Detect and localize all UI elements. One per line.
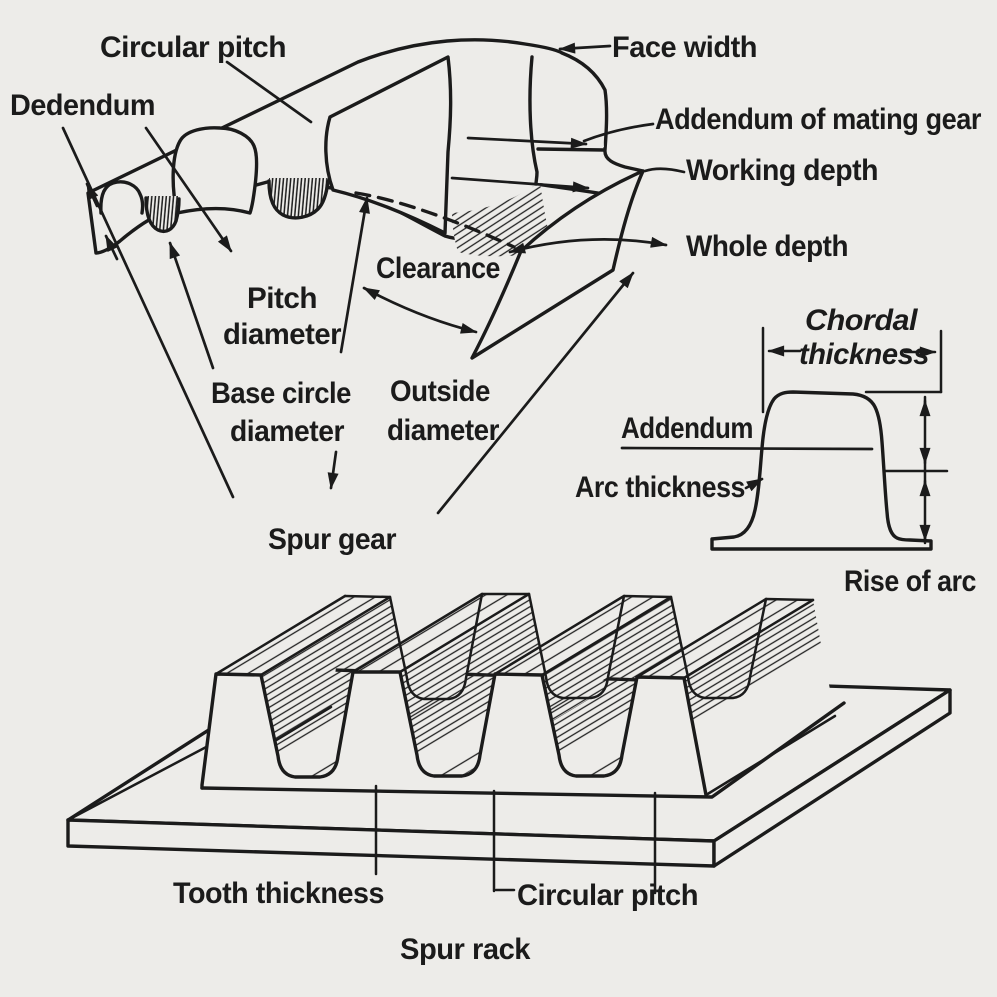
arc-thickness-leader xyxy=(744,477,764,492)
dedendum-line-short xyxy=(144,126,233,253)
label-chordal-2: thickness xyxy=(799,338,929,371)
label-pitch-diameter-2: diameter xyxy=(223,318,342,351)
working-depth-arrow xyxy=(450,176,590,193)
depth-wedge xyxy=(472,171,643,358)
root-fillet-1-edge xyxy=(144,196,181,234)
tooth-profile-drawing xyxy=(620,326,949,551)
label-working-depth: Working depth xyxy=(686,154,878,187)
gear-tooth-right-left-flank xyxy=(528,55,539,186)
rack-top-2 xyxy=(353,594,529,672)
depth-wedge-hatch xyxy=(470,169,645,360)
rack-top-3 xyxy=(495,596,671,675)
label-base-circle-1: Base circle xyxy=(211,377,351,410)
rack-ridge-edges xyxy=(214,592,815,680)
rack-top-1 xyxy=(216,596,390,675)
addendum-mating-leader xyxy=(582,122,655,143)
label-rise-of-arc: Rise of arc xyxy=(844,565,976,598)
gear-tooth-right-face xyxy=(538,93,604,149)
label-outside-diameter-2: diameter xyxy=(387,414,500,447)
pitch-diameter-leader xyxy=(339,196,370,354)
dedendum-arrow-inner xyxy=(104,234,119,261)
rack-top-4 xyxy=(637,599,813,678)
rack-flank-3r xyxy=(542,597,688,755)
root-fillet-1-hatch xyxy=(146,196,179,232)
tooth-profile-fill xyxy=(712,392,931,549)
labels: Circular pitch Dedendum Face width Adden… xyxy=(10,31,982,966)
label-outside-diameter-1: Outside xyxy=(390,375,490,408)
label-arc-thickness: Arc thickness xyxy=(575,471,745,504)
pitch-arc-dashed xyxy=(354,191,516,249)
circular-pitch-leader xyxy=(225,60,313,124)
dedendum-arrow-outer xyxy=(85,182,99,208)
label-tooth-thickness: Tooth thickness xyxy=(173,877,384,910)
tooth-space-floor xyxy=(447,126,540,213)
rack-base-edges xyxy=(200,701,846,799)
gear-tooth-right-bottom-line xyxy=(536,147,606,152)
rack-flank-1r xyxy=(261,597,407,756)
rack-plate-right xyxy=(712,688,952,868)
root-fillet-2-hatch xyxy=(269,178,328,218)
label-base-circle-2: diameter xyxy=(230,415,345,448)
working-depth-leader xyxy=(643,167,686,174)
root-fillet-2-edge xyxy=(267,179,330,220)
rack-front-profile xyxy=(200,670,708,797)
clearance-double-arrow xyxy=(362,286,478,334)
gear-tooth-left-bump xyxy=(100,181,143,213)
label-whole-depth: Whole depth xyxy=(686,230,848,263)
rack-back-silhouette xyxy=(343,592,815,701)
rack-plate-back-edge xyxy=(66,743,212,822)
label-spur-gear: Spur gear xyxy=(268,523,397,556)
label-face-width: Face width xyxy=(612,31,757,64)
label-dedendum: Dedendum xyxy=(10,89,155,122)
face-width-leader xyxy=(558,42,612,54)
label-chordal-1: Chordal xyxy=(805,304,918,337)
outside-diameter-arrow xyxy=(436,271,635,515)
base-circle-leader-up xyxy=(168,241,215,370)
whole-depth-double-arrow xyxy=(508,236,668,254)
label-circular-pitch-bottom: Circular pitch xyxy=(517,879,698,912)
rack-front-fill xyxy=(202,672,712,797)
addendum-depth-arrow xyxy=(466,136,588,149)
gear-tooth-second xyxy=(171,126,259,215)
label-clearance: Clearance xyxy=(376,252,500,285)
spur-gear-drawing xyxy=(61,38,686,515)
label-spur-rack: Spur rack xyxy=(400,933,531,966)
base-circle-leader-down xyxy=(327,450,339,490)
gear-tooth-central xyxy=(324,55,453,235)
label-addendum-inset: Addendum xyxy=(621,412,753,445)
rack-flank-2r xyxy=(400,594,546,755)
label-pitch-diameter-1: Pitch xyxy=(247,282,317,315)
label-circular-pitch-top: Circular pitch xyxy=(100,31,286,64)
label-addendum-of-mating-gear: Addendum of mating gear xyxy=(655,103,982,136)
gear-tooth-left-bump-edge xyxy=(99,180,145,215)
spur-rack-drawing xyxy=(66,592,952,895)
addendum-line xyxy=(620,446,874,451)
